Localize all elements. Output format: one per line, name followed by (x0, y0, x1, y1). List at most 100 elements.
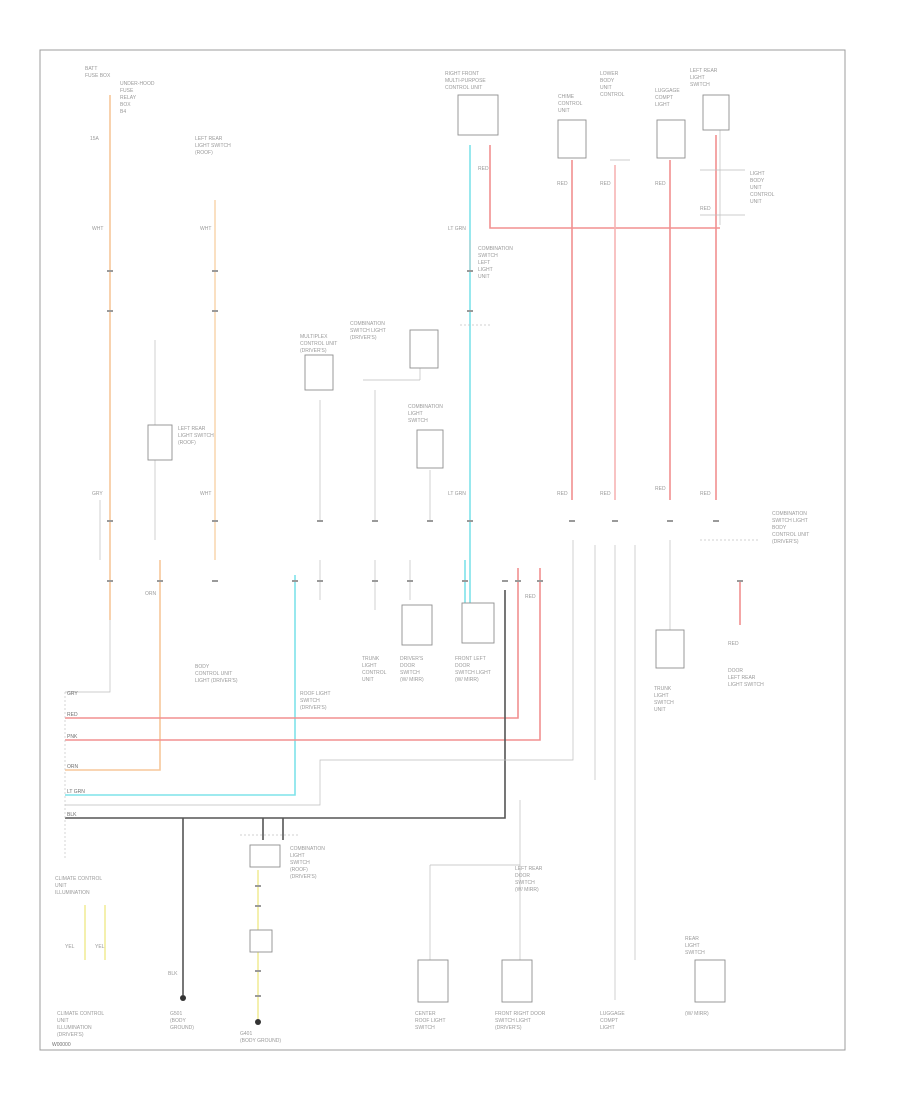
black-bus-wire (65, 590, 506, 819)
label-fuse-box: FUSE BOX (85, 73, 111, 79)
center-roof-light-switch (417, 959, 449, 1003)
code-ltgrn-2: LT GRN (448, 491, 466, 497)
label-multiplex-2: CONTROL UNIT (300, 341, 337, 347)
label-cl-1: COMBINATION (408, 404, 443, 410)
label-lower-3: UNIT (600, 85, 612, 91)
label-lrelay-b1: LEFT REAR (178, 426, 206, 432)
labels: BATT FUSE BOX UNDER-HOOD FUSE RELAY BOX … (52, 66, 809, 1048)
pin-code-ltgrn: LT GRN (67, 789, 85, 795)
label-combo-2: SWITCH LIGHT (350, 328, 386, 334)
code-red-6: RED (557, 491, 568, 497)
label-lrelay-b2: LIGHT SWITCH (178, 433, 214, 439)
label-gl-1: UNIT (55, 883, 67, 889)
label-gl-0: CLIMATE CONTROL (55, 876, 102, 882)
label-bm-3: (DRIVER'S) (300, 705, 327, 711)
orange-bus-wire (65, 560, 161, 771)
label-bc2-1: FRONT RIGHT DOOR (495, 1011, 546, 1017)
label-rb-3: LIGHT SWITCH (728, 682, 764, 688)
label-gb-1: G401 (240, 1031, 252, 1037)
label-bc4-3: SWITCH (685, 950, 705, 956)
label-fuse: FUSE (120, 88, 134, 94)
label-relay-side-2: SWITCH (478, 253, 498, 259)
label-multiplex-3: (DRIVER'S) (300, 348, 327, 354)
front-left-door-switch (461, 602, 495, 644)
label-c3-3: SWITCH LIGHT (455, 670, 491, 676)
diagram-frame (39, 49, 846, 1051)
label-combo-3: (DRIVER'S) (350, 335, 377, 341)
label-left-relay-1: LEFT REAR (195, 136, 223, 142)
label-c4-1: LEFT REAR (515, 866, 543, 872)
trunk-light-switch-unit (655, 629, 685, 669)
code-red-4: RED (655, 181, 666, 187)
label-gl2-3: (DRIVER'S) (57, 1032, 84, 1038)
combination-light (416, 429, 444, 469)
label-bc4-4: (W/ MIRR) (685, 1011, 709, 1017)
pin-code-orn: ORN (67, 764, 79, 770)
label-rc-1: TRUNK (654, 686, 672, 692)
label-cc-4: UNIT (362, 677, 374, 683)
label-rc-3: SWITCH (654, 700, 674, 706)
label-multiplex-1: MULTIPLEX (300, 334, 328, 340)
code-ltgrn-1: LT GRN (448, 226, 466, 232)
label-cl-2: LIGHT (408, 411, 423, 417)
code-orn-1: ORN (145, 591, 157, 597)
label-rl-4: CONTROL UNIT (772, 532, 809, 538)
label-top-mid-3: CONTROL UNIT (445, 85, 482, 91)
code-red-top: RED (478, 166, 489, 172)
code-wht-2: WHT (200, 226, 211, 232)
label-rb-1: DOOR (728, 668, 743, 674)
label-bc3-1: LUGGAGE (600, 1011, 625, 1017)
label-bc1-3: SWITCH (415, 1025, 435, 1031)
label-bc2-3: (DRIVER'S) (495, 1025, 522, 1031)
label-rl-2: SWITCH LIGHT (772, 518, 808, 524)
label-relay: RELAY (120, 95, 137, 101)
label-batt: BATT (85, 66, 97, 72)
code-wht-1: WHT (92, 226, 103, 232)
label-gl2-2: ILLUMINATION (57, 1025, 92, 1031)
chime-control-unit (557, 119, 587, 159)
label-c2-3: SWITCH (400, 670, 420, 676)
combination-switch (409, 329, 439, 369)
label-c2-1: DRIVER'S (400, 656, 424, 662)
label-top-mid-1: RIGHT FRONT (445, 71, 479, 77)
label-rl-3: BODY (772, 525, 787, 531)
label-left-relay-2: LIGHT SWITCH (195, 143, 231, 149)
left-rear-light-switch (702, 94, 730, 131)
cyan-wire-bus (65, 575, 296, 796)
label-lower-mid-2: CONTROL UNIT (195, 671, 232, 677)
code-wht-3: WHT (200, 491, 211, 497)
label-c2-4: (W/ MIRR) (400, 677, 424, 683)
rear-light-switch (694, 959, 726, 1003)
label-cl2-2: LIGHT (290, 853, 305, 859)
label-rs-right-2: BODY (750, 178, 765, 184)
label-relay-side-1: COMBINATION (478, 246, 513, 252)
combination-light-connector (249, 844, 281, 868)
label-bc4-1: REAR (685, 936, 699, 942)
label-relay-side-4: LIGHT (478, 267, 493, 273)
label-cl2-3: SWITCH (290, 860, 310, 866)
code-red-9: RED (700, 491, 711, 497)
label-lower-mid-3: LIGHT (DRIVER'S) (195, 678, 238, 684)
footer-code: W00000 (52, 1042, 71, 1048)
code-red-3: RED (600, 181, 611, 187)
label-bc2-2: SWITCH LIGHT (495, 1018, 531, 1024)
label-luggage-2: COMPT (655, 95, 673, 101)
label-lower-1: LOWER (600, 71, 619, 77)
code-red-10: RED (525, 594, 536, 600)
label-rl-5: (DRIVER'S) (772, 539, 799, 545)
label-cc-2: LIGHT (362, 663, 377, 669)
red-wire-top (489, 145, 720, 229)
label-cc-3: CONTROL (362, 670, 387, 676)
label-bm-1: ROOF LIGHT (300, 691, 331, 697)
label-rs-right-3: UNIT (750, 185, 762, 191)
label-luggage-3: LIGHT (655, 102, 670, 108)
label-lower-2: BODY (600, 78, 615, 84)
code-gry-1: GRY (92, 491, 103, 497)
label-lr-switch-1: LEFT REAR (690, 68, 718, 74)
label-bm-2: SWITCH (300, 698, 320, 704)
label-c4-3: SWITCH (515, 880, 535, 886)
label-c2-2: DOOR (400, 663, 415, 669)
label-bc1-2: ROOF LIGHT (415, 1018, 446, 1024)
left-relay (147, 424, 173, 461)
label-c3-1: FRONT LEFT (455, 656, 486, 662)
